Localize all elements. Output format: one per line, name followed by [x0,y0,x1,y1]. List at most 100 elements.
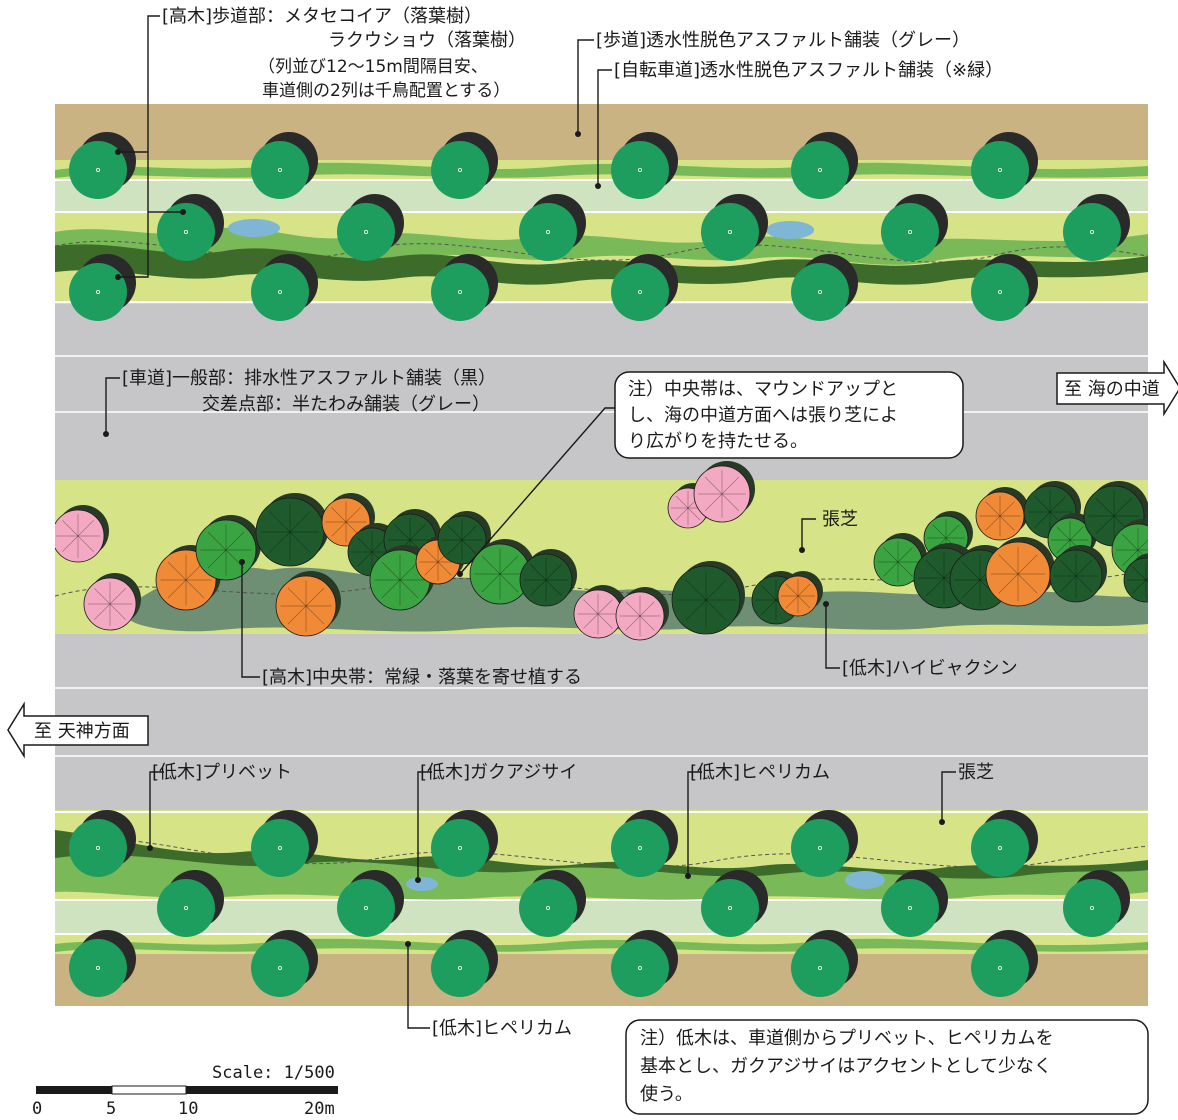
upper-bike-lane [55,180,1148,212]
note-shrubs-line1: 注）低木は、車道側からプリベット、ヒペリカムを [640,1028,1054,1049]
label-hypericum-bottom: [低木]ヒペリカム [432,1018,572,1039]
arrow-to-tenjin: 至 天神方面 [7,701,149,759]
street-tree [431,254,498,321]
median-tree [573,585,627,639]
street-tree [251,132,318,199]
label-tall-sidewalk-2: ラクウショウ（落葉樹） [328,30,526,51]
scale-title: Scale: 1/500 [212,1063,335,1083]
street-tree [69,930,136,997]
scale-bar: Scale: 1/500 0 5 10 20m [32,1063,338,1119]
street-tree [69,810,136,877]
median-tree [1123,553,1148,603]
label-tall-sidewalk-4: 車道側の2列は千鳥配置とする） [262,81,510,101]
street-tree [701,870,768,937]
street-tree [881,194,948,261]
label-road-1: [車道]一般部：排水性アスファルト舗装（黒） [122,368,496,389]
median-tree [83,573,141,631]
street-tree [431,810,498,877]
label-hydrangea: [低木]ガクアジサイ [420,762,577,783]
note-shrubs-line3: 使う。 [640,1084,693,1105]
arrow-to-uminonakamichi: 至 海の中道 [1056,359,1178,417]
label-sidewalk-paving: [歩道]透水性脱色アスファルト舗装（グレー） [596,30,970,51]
street-tree [251,810,318,877]
median-tree [519,549,577,607]
street-tree [791,930,858,997]
median-tree [975,487,1029,541]
street-tree [431,132,498,199]
scale-tick-20m: 20m [304,1099,335,1119]
plan-map [55,104,1148,1006]
upper-shrubs [55,162,1148,285]
street-tree [971,254,1038,321]
note-median-box: 注）中央帯は、マウンドアップと し、海の中道方面へは張り芝によ り広がりを持たせ… [614,371,964,459]
median-tree [195,515,261,581]
street-tree [971,810,1038,877]
label-lawn-median: 張芝 [822,509,858,530]
note-median-line1: 注）中央帯は、マウンドアップと [628,379,898,400]
street-tree [611,930,678,997]
street-tree [69,132,136,199]
scale-tick-0: 0 [32,1099,42,1119]
street-tree [1063,194,1130,261]
street-tree [791,810,858,877]
label-privet: [低木]プリベット [152,762,292,783]
street-tree [701,194,768,261]
labels: [高木]歩道部：メタセコイア（落葉樹） ラクウショウ（落葉樹） （列並び12〜1… [122,6,1018,1039]
to-tenjin-label: 至 天神方面 [34,721,130,742]
lower-shrubs [55,830,1148,952]
street-tree [431,930,498,997]
median-tree [1049,545,1107,603]
label-tall-sidewalk-3: （列並び12〜15m間隔目安、 [258,57,488,77]
street-tree [157,870,224,937]
median-trees [55,461,1148,641]
label-bike-paving: [自転車道]透水性脱色アスファルト舗装（※緑） [614,60,1003,81]
note-median-line2: し、海の中道方面へは張り芝によ [628,405,898,426]
street-tree [881,870,948,937]
median-tree [985,537,1055,607]
street-tree [1063,870,1130,937]
median-tree [671,561,745,635]
note-shrubs-box: 注）低木は、車道側からプリベット、ヒペリカムを 基本とし、ガクアジサイはアクセン… [625,1019,1149,1115]
lower-soil-strip [55,954,1148,1006]
street-tree [791,132,858,199]
street-tree [251,254,318,321]
street-tree [519,870,586,937]
street-tree [611,132,678,199]
street-tree [337,870,404,937]
median-tree [777,571,823,617]
street-tree [611,810,678,877]
scale-tick-10: 10 [178,1099,198,1119]
street-tree [519,194,586,261]
lower-bike-lane [55,900,1148,934]
median-tree [615,587,669,641]
label-tall-sidewalk-1: [高木]歩道部：メタセコイア（落葉樹） [162,6,482,27]
street-tree [69,254,136,321]
lower-carriageway [55,634,1148,810]
street-trees [69,132,1130,997]
label-hypericum-top: [低木]ヒペリカム [690,762,830,783]
median-tree [55,505,109,563]
street-tree [251,930,318,997]
leader-lines [103,15,956,1029]
label-median-tall: [高木]中央帯：常緑・落葉を寄せ植する [262,667,582,688]
note-median-line3: り広がりを持たせる。 [628,431,808,452]
note-shrubs-line2: 基本とし、ガクアジサイはアクセントとして少なく [640,1056,1052,1077]
street-tree [611,254,678,321]
median-tree [255,493,329,567]
label-road-2: 交差点部：半たわみ舗装（グレー） [202,394,490,415]
street-tree [791,254,858,321]
median-tree [693,461,755,523]
median-tree [275,571,341,637]
median-tree [437,511,491,565]
to-uminonakamichi-label: 至 海の中道 [1064,379,1160,400]
scale-tick-5: 5 [106,1099,116,1119]
upper-carriageway [55,304,1148,480]
street-tree [971,132,1038,199]
label-hibiscus: [低木]ハイビャクシン [842,658,1018,679]
street-tree [157,194,224,261]
street-tree [337,194,404,261]
label-lawn-lower: 張芝 [958,762,994,783]
street-tree [971,930,1038,997]
upper-soil-strip [55,104,1148,160]
